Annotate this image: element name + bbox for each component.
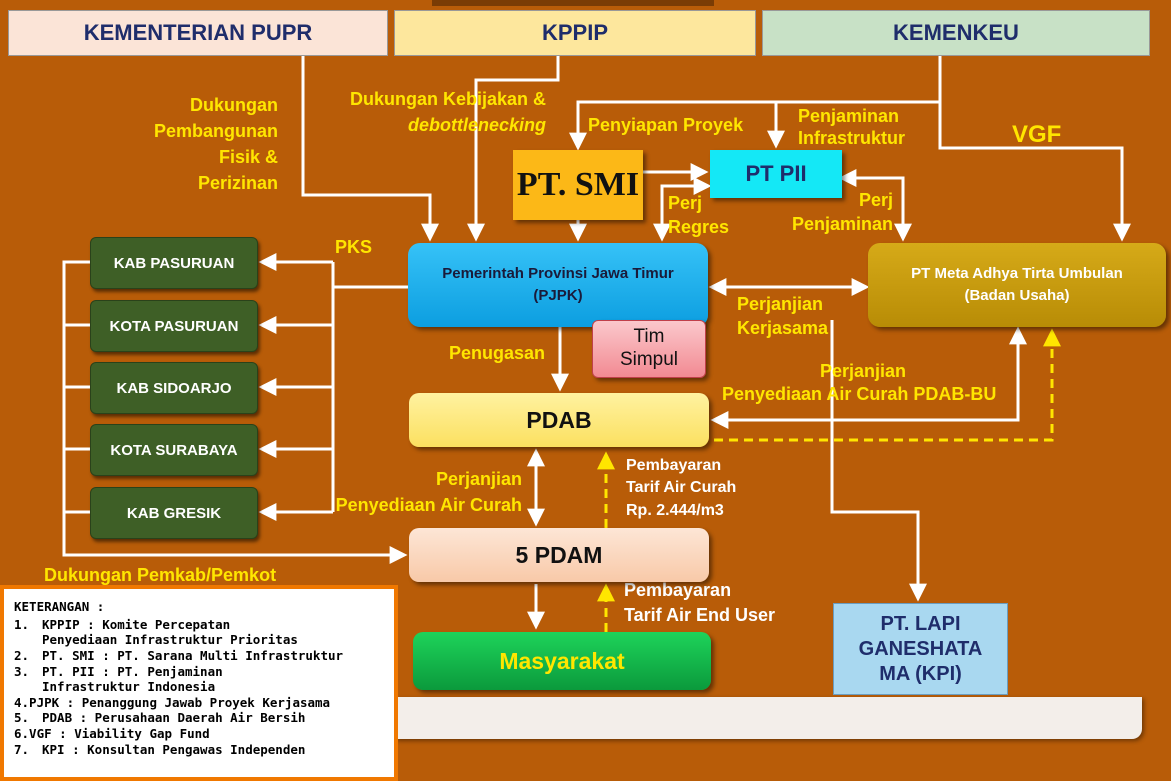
legend-item-3-num: 3.: [14, 663, 30, 679]
node-badan-usaha-line1: PT Meta Adhya Tirta Umbulan: [911, 264, 1123, 282]
label-dukungan-pembangunan-line3: Fisik &: [218, 147, 278, 168]
legend-item-1: 1. KPPIP : Komite Percepatan: [14, 617, 384, 633]
header-kemenkeu: KEMENKEU: [762, 10, 1150, 56]
header-kementerian-pupr: KEMENTERIAN PUPR: [8, 10, 388, 56]
node-pt-pii: PT PII: [710, 150, 842, 198]
label-perj-penjaminan-line1: Perj: [858, 190, 893, 210]
label-perjanjian-penyediaan: Perjanjian Penyediaan Air Curah: [322, 466, 522, 518]
label-perj-regres-line2: Regres: [668, 217, 730, 238]
node-pt-smi-label: PT. SMI: [516, 166, 640, 203]
legend-item-5-text: PDAB : Perusahaan Daerah Air Bersih: [42, 710, 306, 726]
label-pembayaran-tarif-curah: Pembayaran Tarif Air Curah Rp. 2.444/m3: [626, 455, 736, 522]
legend-item-6: 6.VGF : Viability Gap Fund: [14, 726, 210, 741]
node-masyarakat: Masyarakat: [413, 632, 711, 690]
label-pembayaran-curah-line2: Tarif Air Curah: [626, 479, 737, 497]
legend-box: KETERANGAN : 1. KPPIP : Komite Percepatan…: [0, 585, 398, 781]
legend-item-5-num: 5.: [14, 710, 30, 726]
legend-title: KETERANGAN :: [14, 599, 105, 614]
node-kpi-line2: GANESHATA: [858, 637, 983, 660]
label-perj-regres: Perj Regres: [668, 191, 729, 240]
node-pjpk-line2: (PJPK): [533, 287, 583, 304]
label-penugasan: Penugasan: [449, 343, 546, 363]
bottom-panel: [395, 697, 1142, 739]
header-kppip: KPPIP: [394, 10, 756, 56]
label-perjanjian-kerjasama-line2: Kerjasama: [737, 318, 829, 339]
kota-pasuruan: KOTA PASURUAN: [90, 300, 258, 352]
label-penyiapan-proyek: Penyiapan Proyek: [588, 115, 744, 135]
label-pembayaran-end-user: Pembayaran Tarif Air End User: [624, 578, 775, 628]
label-penjaminan-line1: Penjaminan: [798, 106, 900, 126]
label-dukungan-kebijakan: Dukungan Kebijakan & debottlenecking: [300, 86, 546, 138]
node-pt-pii-label: PT PII: [745, 161, 807, 186]
label-dukungan-pembangunan-line4: Perizinan: [197, 173, 278, 194]
node-pt-smi: PT. SMI: [513, 150, 643, 220]
label-perjanjian-bu-line1: Perjanjian: [820, 361, 907, 381]
legend-item-3-cont: Infrastruktur Indonesia: [42, 679, 216, 695]
label-debottlenecking-text: debottlenecking: [407, 115, 546, 136]
legend-item-7: 7. KPI : Konsultan Pengawas Independen: [14, 742, 384, 758]
node-badan-usaha: PT Meta Adhya Tirta Umbulan (Badan Usaha…: [868, 243, 1166, 327]
label-pembayaran-curah-line1: Pembayaran: [626, 457, 722, 474]
legend-item-1-cont: Penyediaan Infrastruktur Prioritas: [42, 632, 298, 648]
label-perjanjian-penyediaan-line1: Perjanjian: [435, 469, 522, 489]
node-tim-simpul-line1: Tim: [633, 326, 665, 348]
node-kpi-line1: PT. LAPI: [880, 612, 961, 635]
legend-item-5: 5. PDAB : Perusahaan Daerah Air Bersih: [14, 710, 384, 726]
legend-item-7-num: 7.: [14, 741, 30, 757]
node-tim-simpul-line2: Simpul: [619, 349, 679, 370]
legend-item-7-text: KPI : Konsultan Pengawas Independen: [42, 741, 306, 757]
kab-sidoarjo: KAB SIDOARJO: [90, 362, 258, 414]
label-perjanjian-bu-line2: Penyediaan Air Curah PDAB-BU: [722, 384, 997, 405]
label-perj-penjaminan-line2: Penjaminan: [791, 214, 893, 235]
kab-pasuruan: KAB PASURUAN: [90, 237, 258, 289]
legend-item-1-num: 1.: [14, 616, 30, 632]
legend-item-2-num: 2.: [14, 647, 30, 663]
legend-item-2-text: PT. SMI : PT. Sarana Multi Infrastruktur: [42, 647, 344, 663]
node-pdab-label: PDAB: [526, 406, 592, 433]
label-perjanjian-penyediaan-line2: Penyediaan Air Curah: [335, 495, 522, 516]
label-vgf: VGF: [1012, 121, 1062, 148]
legend-item-1-text: KPPIP : Komite Percepatan: [42, 616, 231, 632]
label-perjanjian-penyediaan-bu: Perjanjian Penyediaan Air Curah PDAB-BU: [722, 360, 996, 407]
kota-surabaya: KOTA SURABAYA: [90, 424, 258, 476]
label-pks: PKS: [335, 237, 373, 257]
legend-item-4: 4.PJPK : Penanggung Jawab Proyek Kerjasa…: [14, 694, 331, 710]
node-kpi-line3: MA (KPI): [879, 662, 962, 685]
label-perj-regres-line1: Perj: [668, 193, 703, 213]
label-dukungan-pemkab: Dukungan Pemkab/Pemkot: [44, 565, 277, 585]
label-perjanjian-kerjasama: Perjanjian Kerjasama: [737, 292, 828, 341]
node-pjpk: Pemerintah Provinsi Jawa Timur (PJPK): [408, 243, 708, 327]
label-pembayaran-end-user-line2: Tarif Air End User: [624, 605, 776, 626]
label-penjaminan-infrastruktur: Penjaminan Infrastruktur: [798, 106, 905, 149]
label-dukungan-pembangunan-line1: Dukungan: [190, 95, 278, 115]
node-pdab: PDAB: [409, 393, 709, 447]
legend-item-2: 2. PT. SMI : PT. Sarana Multi Infrastrukt…: [14, 648, 384, 664]
node-masyarakat-label: Masyarakat: [499, 647, 625, 674]
label-pembayaran-curah-line3: Rp. 2.444/m3: [626, 501, 724, 519]
node-5-pdam: 5 PDAM: [409, 528, 709, 582]
node-pjpk-line1: Pemerintah Provinsi Jawa Timur: [442, 264, 674, 282]
node-tim-simpul: Tim Simpul: [592, 320, 706, 378]
label-perjanjian-kerjasama-line1: Perjanjian: [737, 294, 824, 314]
label-dukungan-kebijakan-line1: Dukungan Kebijakan &: [349, 89, 546, 109]
label-dukungan-pembangunan-line2: Pembangunan: [153, 121, 278, 142]
label-perj-penjaminan: Perj Penjaminan: [783, 188, 893, 237]
legend-item-3: 3. PT. PII : PT. Penjaminan: [14, 664, 384, 680]
kab-gresik: KAB GRESIK: [90, 487, 258, 539]
legend-item-3-text: PT. PII : PT. Penjaminan: [42, 663, 223, 679]
label-dukungan-pembangunan: Dukungan Pembangunan Fisik & Perizinan: [130, 92, 278, 196]
label-penjaminan-line2: Infrastruktur: [798, 127, 906, 148]
top-tab: [432, 0, 714, 6]
node-kpi: PT. LAPI GANESHATA MA (KPI): [833, 603, 1008, 695]
node-5-pdam-label: 5 PDAM: [515, 541, 603, 568]
label-pembayaran-end-user-line1: Pembayaran: [624, 580, 732, 600]
label-debottlenecking: debottlenecking: [300, 112, 546, 138]
node-badan-usaha-line2: (Badan Usaha): [964, 287, 1070, 304]
